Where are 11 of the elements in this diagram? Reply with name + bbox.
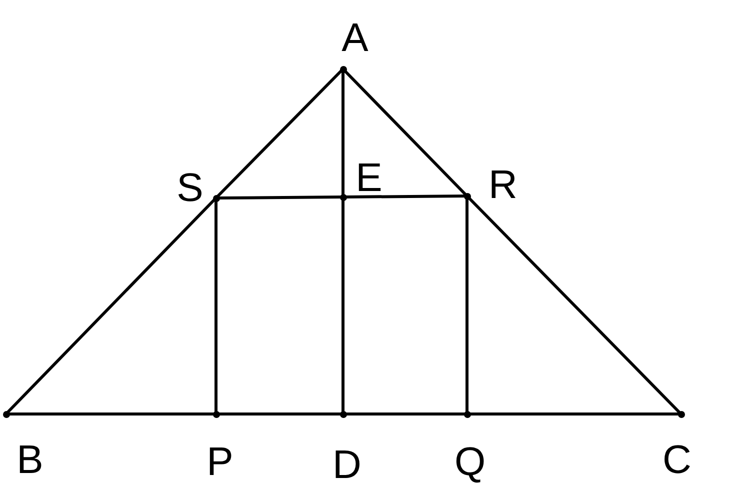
point-label: B	[16, 440, 44, 480]
point-label: R	[488, 165, 518, 205]
line-segment	[214, 68, 344, 200]
point-label: E	[356, 158, 382, 198]
point-label: A	[342, 18, 368, 58]
point-label: C	[662, 440, 692, 480]
point-label: D	[332, 445, 362, 485]
point-label: S	[176, 168, 204, 208]
line-segment	[4, 196, 218, 416]
point-label: P	[206, 442, 234, 482]
point-label: Q	[454, 442, 486, 482]
